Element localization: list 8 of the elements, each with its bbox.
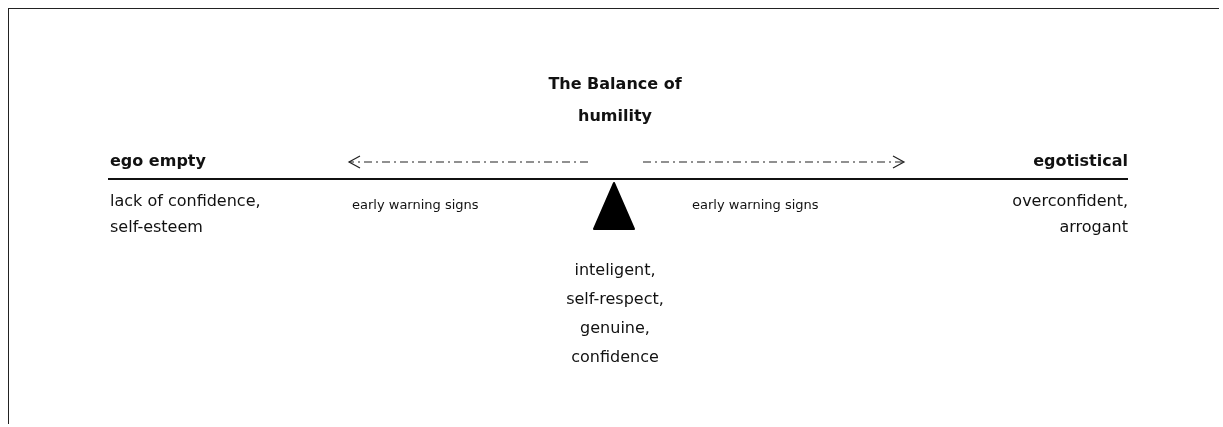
trait-text: lack of confidence, self-esteem	[110, 190, 262, 238]
warning-label: early warning signs	[692, 196, 819, 214]
trait-text: inteligent, self-respect, genuine, confidence	[565, 259, 665, 368]
title: The Balance of humility	[547, 73, 683, 127]
pole-label: egotistical	[1033, 150, 1128, 172]
pole-label: ego empty	[110, 150, 206, 172]
trait-text: overconfident, arrogant	[1011, 190, 1128, 238]
warning-label: early warning signs	[352, 196, 479, 214]
